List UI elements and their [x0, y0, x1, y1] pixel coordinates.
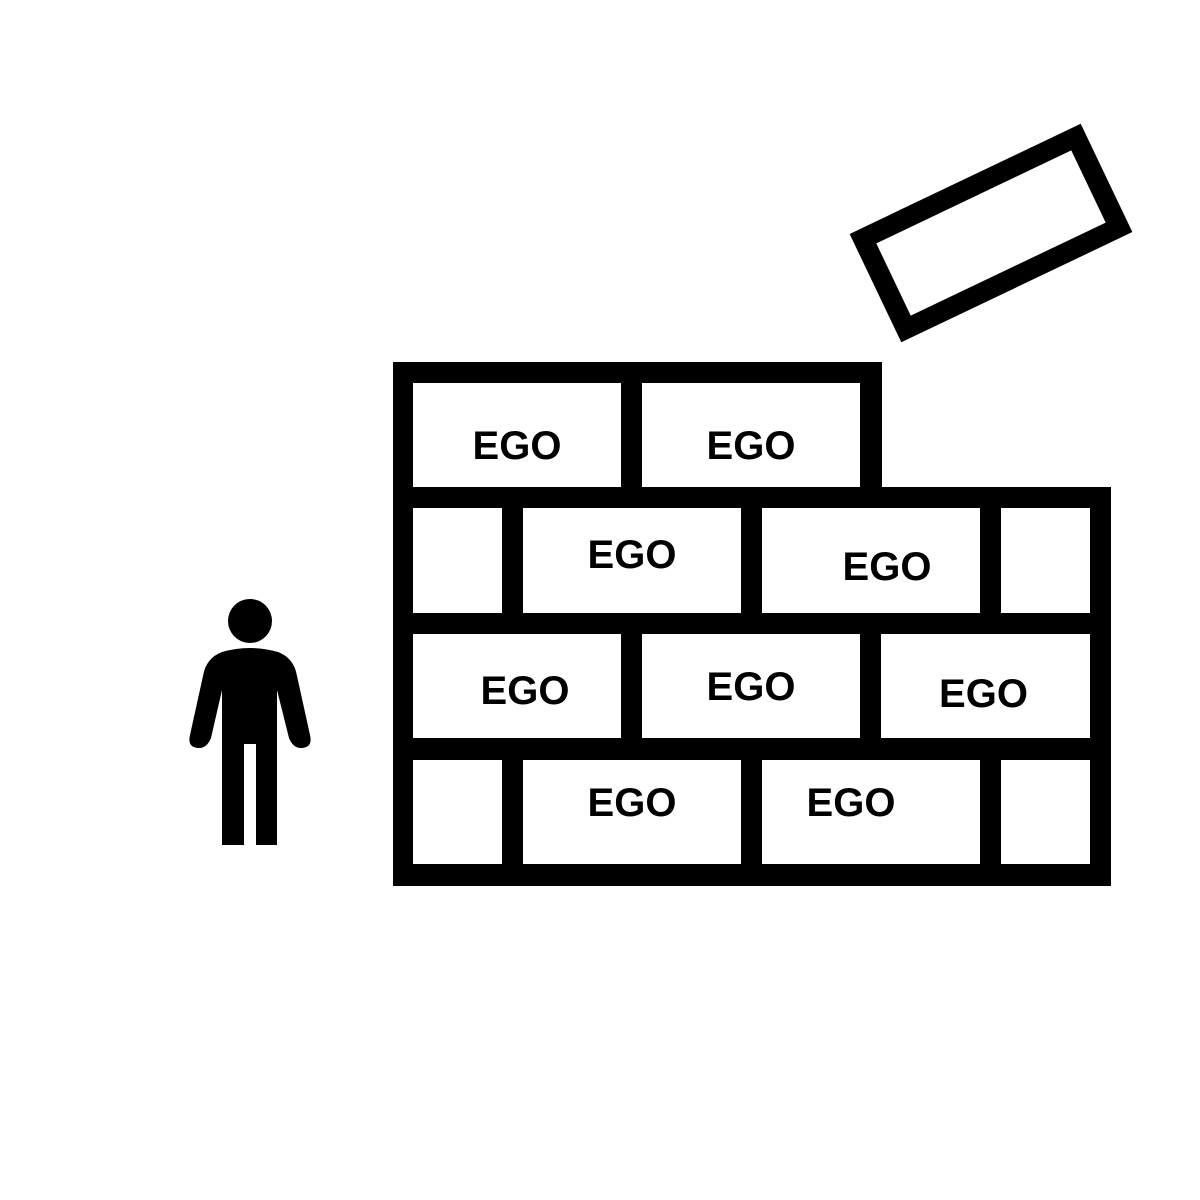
wall-brick [523, 760, 741, 864]
wall-brick [881, 634, 1090, 738]
brick-label: EGO [807, 781, 896, 825]
brick-label: EGO [481, 669, 570, 713]
wall-mortar [393, 362, 1111, 886]
person-body [189, 648, 311, 845]
brick-label: EGO [939, 672, 1028, 716]
wall-brick [413, 508, 502, 613]
brick-label: EGO [707, 424, 796, 468]
wall-brick [413, 760, 502, 864]
wall-brick [642, 383, 860, 487]
loose-brick [849, 123, 1133, 343]
brick-wall: EGO EGO EGO EGO EGO EGO EGO EGO EGO [393, 362, 1111, 886]
person-head [228, 599, 272, 643]
wall-brick [523, 508, 741, 613]
wall-brick [1001, 508, 1090, 613]
wall-brick [413, 383, 621, 487]
wall-brick [762, 508, 980, 613]
brick-label: EGO [707, 665, 796, 709]
wall-brick [762, 760, 980, 864]
wall-brick [413, 634, 621, 738]
brick-label: EGO [843, 545, 932, 589]
person-standing-icon [189, 599, 311, 845]
brick-label: EGO [473, 424, 562, 468]
wall-brick [642, 634, 860, 738]
wall-brick [1001, 760, 1090, 864]
brick-label: EGO [588, 533, 677, 577]
brick-label: EGO [588, 781, 677, 825]
